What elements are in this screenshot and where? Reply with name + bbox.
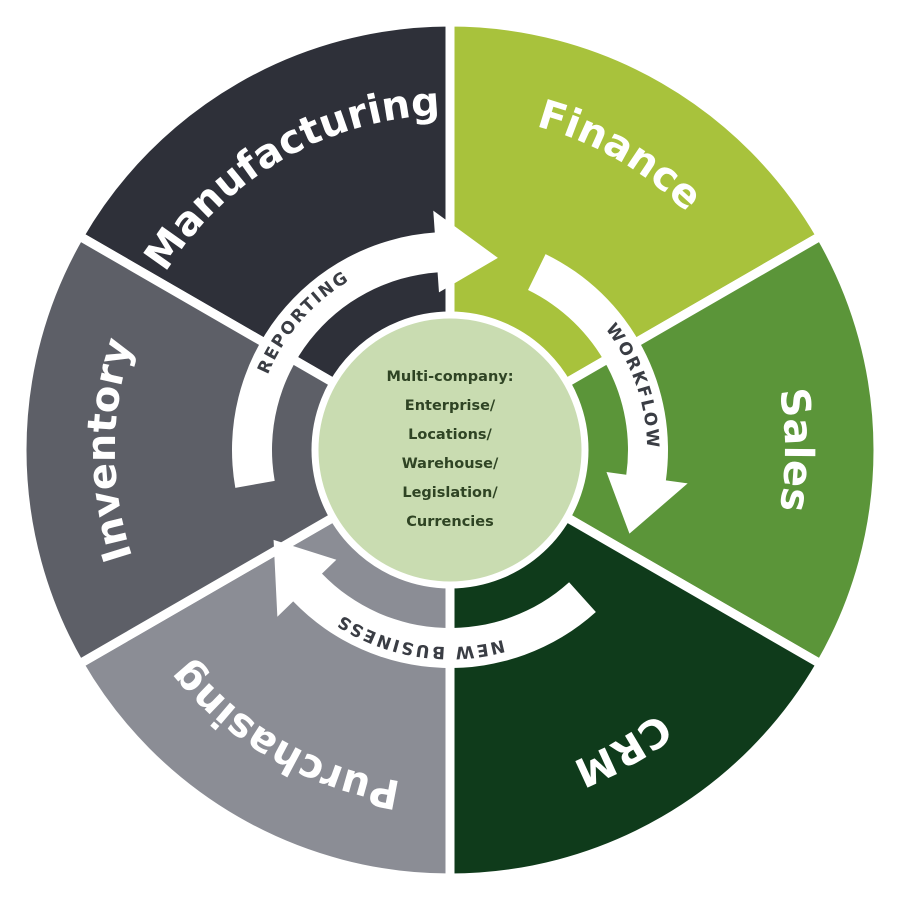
new-business-arrow [273, 539, 596, 668]
center-line: Enterprise/ [405, 398, 496, 414]
center-line: Legislation/ [402, 485, 498, 501]
center-line: Currencies [406, 514, 493, 530]
workflow-arrow [528, 254, 688, 534]
center-line: Warehouse/ [402, 456, 499, 472]
center-line: Multi-company: [386, 369, 513, 385]
center-line: Locations/ [408, 427, 492, 443]
reporting-arrow [231, 210, 498, 488]
center-hub [311, 311, 589, 589]
segment-label-sales: Sales [770, 385, 821, 515]
